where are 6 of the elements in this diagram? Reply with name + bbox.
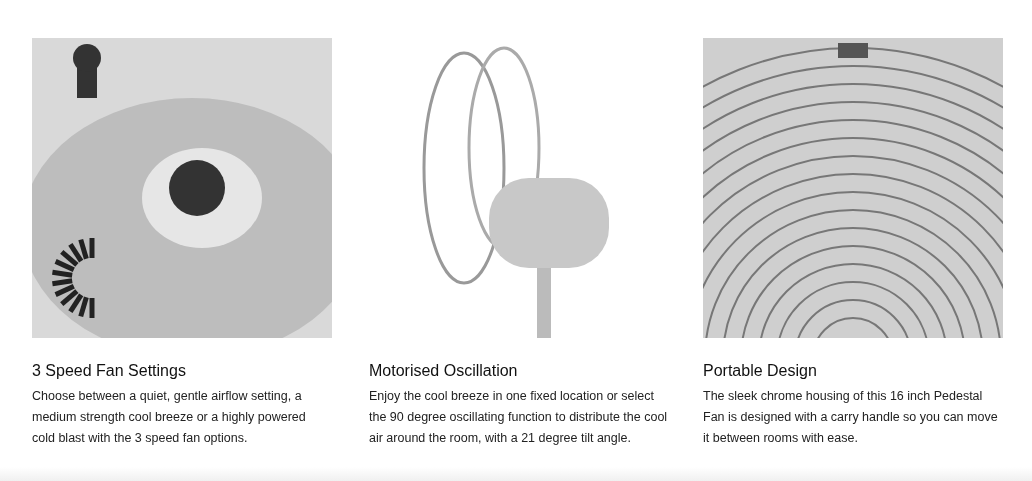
feature-heading: 3 Speed Fan Settings (32, 362, 187, 380)
feature-heading: Motorised Oscillation (369, 362, 519, 380)
feature-description: Choose between a quiet, gentle airflow setting, a medium strength cool breeze or a highly powered cold blast with the 3 speed fan options. (32, 388, 307, 447)
feature-description: The sleek chrome housing of this 16 inch Pedestal Fan is designed with a carry handle so you can move it between rooms with ease. (703, 388, 999, 447)
feature-heading: Portable Design (703, 362, 818, 380)
feature-description: Enjoy the cool breeze in one fixed location or select the 90 degree oscillating function to distribute the cool air around the room, with a 21 degree tilt angle. (369, 388, 669, 447)
